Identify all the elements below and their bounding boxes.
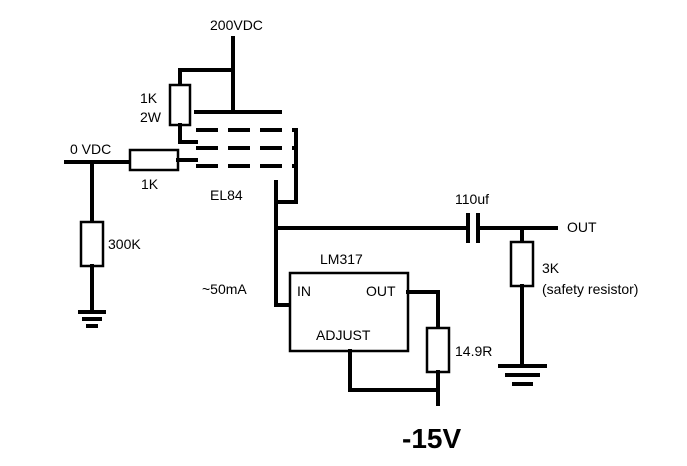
output-label: OUT bbox=[567, 219, 597, 235]
safety-resistor bbox=[509, 240, 535, 288]
safety-resistor-label: 3K bbox=[542, 260, 560, 276]
set-resistor-label: 14.9R bbox=[455, 343, 492, 359]
supply-label: 200VDC bbox=[210, 17, 263, 33]
capacitor-label: 110uf bbox=[455, 191, 489, 207]
grid-resistor-label: 1K bbox=[141, 176, 159, 192]
grid-resistor bbox=[128, 148, 180, 172]
bias-resistor-label: 300K bbox=[108, 236, 141, 252]
regulator-label: LM317 bbox=[320, 251, 363, 267]
tube-label: EL84 bbox=[210, 187, 243, 203]
bias-resistor bbox=[79, 220, 105, 268]
lm317-box bbox=[288, 271, 410, 353]
current-label: ~50mA bbox=[202, 281, 247, 297]
plate-resistor-power: 2W bbox=[140, 109, 162, 125]
regulator-in-label: IN bbox=[297, 283, 311, 299]
regulator-adjust-label: ADJUST bbox=[316, 327, 371, 343]
input-label: 0 VDC bbox=[70, 141, 111, 157]
regulator-out-label: OUT bbox=[366, 283, 396, 299]
plate-resistor-value: 1K bbox=[140, 90, 158, 106]
safety-resistor-note: (safety resistor) bbox=[542, 281, 638, 297]
negative-rail-label: -15V bbox=[402, 423, 461, 454]
set-resistor bbox=[425, 326, 451, 374]
plate-resistor bbox=[168, 83, 192, 127]
